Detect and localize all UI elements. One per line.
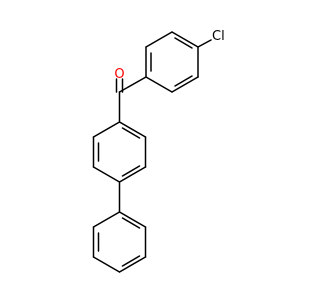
ring-bond <box>118 166 147 183</box>
terminal-phenyl-ring <box>92 211 147 273</box>
biphenyl-middle-ring <box>92 121 147 183</box>
ring-bond <box>118 211 147 228</box>
ring-bond <box>118 256 147 273</box>
ring-inner-double-bond <box>174 37 193 49</box>
ring-inner-double-bond <box>121 127 141 139</box>
atom-label-oxygen: O <box>114 67 124 82</box>
ring-inner-double-bond <box>174 75 193 87</box>
ring-bond <box>171 76 199 93</box>
atom-label-chlorine: Cl <box>212 29 225 44</box>
structure-canvas: O Cl <box>92 29 225 273</box>
ring-bond <box>145 31 173 48</box>
ring-inner-double-bond <box>121 217 141 229</box>
ring-bond <box>171 31 199 48</box>
bond-c-cl <box>197 39 212 48</box>
molecule-diagram: O Cl <box>92 29 225 273</box>
ring-bond <box>92 121 121 138</box>
ring-bond <box>92 256 121 273</box>
ring-inner-double-bond <box>121 255 141 267</box>
ring-bond <box>118 121 147 138</box>
ring-bond <box>92 166 121 183</box>
ring-inner-double-bond <box>121 165 141 177</box>
bond-carbonyl-to-chlorophenyl <box>118 76 147 93</box>
ring-bond <box>145 76 173 93</box>
chlorophenyl-ring <box>145 31 199 93</box>
ring-bond <box>92 211 121 228</box>
